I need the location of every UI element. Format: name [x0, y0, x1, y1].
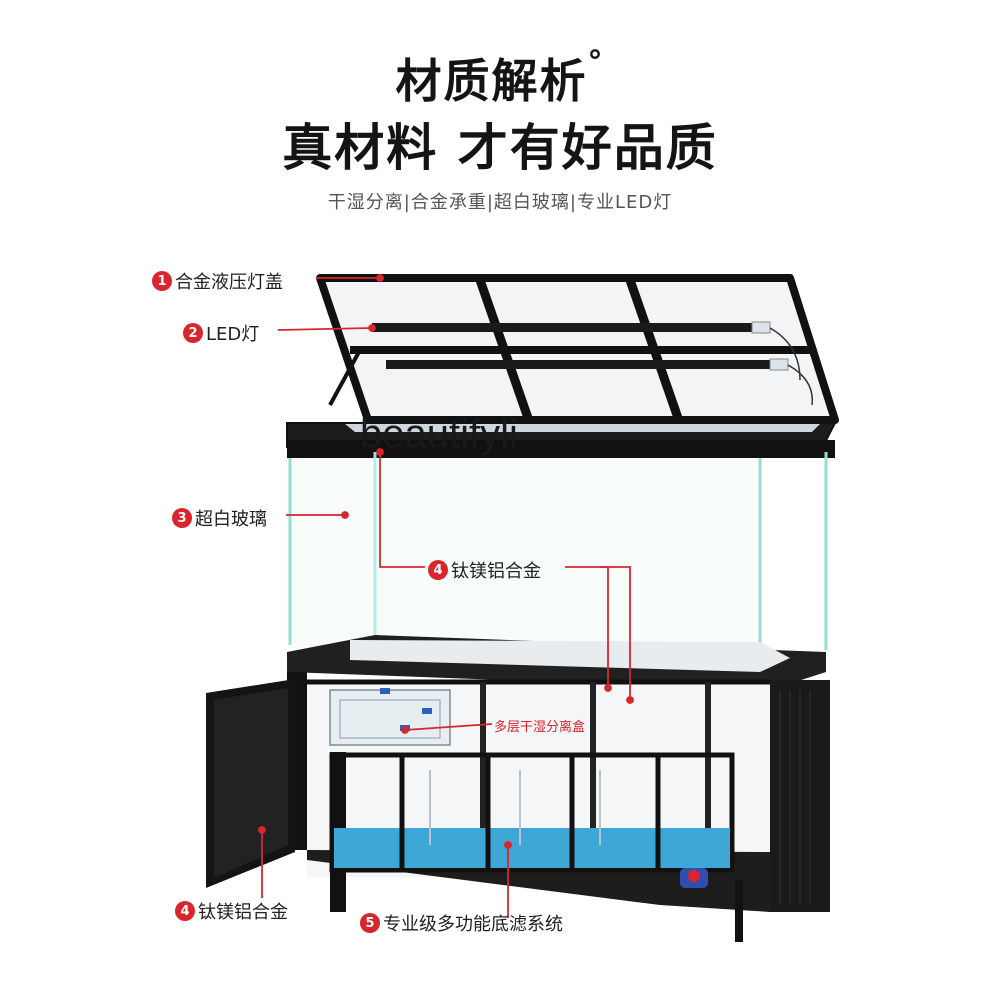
callout-number: 3 — [172, 508, 192, 528]
callout-label: 专业级多功能底滤系统 — [383, 914, 563, 935]
callout-label: 钛镁铝合金 — [451, 561, 541, 582]
callout-lines — [258, 274, 634, 918]
title-mark: ° — [587, 45, 605, 80]
tank-top-frame — [286, 422, 837, 458]
lid — [316, 274, 839, 424]
page-title: 材质解析° — [0, 45, 1000, 111]
title-line1: 材质解析 — [395, 54, 588, 108]
callout-ti-mg-al-alloy-top: 4 钛镁铝合金 — [428, 557, 541, 583]
glass-walls — [288, 452, 828, 660]
sump-filter — [329, 752, 735, 888]
callout-label: 超白玻璃 — [195, 509, 267, 530]
watermark-text: beautifyli — [360, 412, 518, 456]
inner-box-label: 多层干湿分离盒 — [494, 720, 586, 735]
callout-sump-system: 5 专业级多功能底滤系统 — [360, 910, 563, 936]
callout-number: 4 — [175, 901, 195, 921]
callout-alloy-lid: 1 合金液压灯盖 — [152, 268, 283, 294]
page-subtitle-heading: 真材料 才有好品质 — [282, 119, 718, 177]
callout-label: 合金液压灯盖 — [175, 272, 283, 293]
callout-number: 5 — [360, 913, 380, 933]
callout-ultra-clear-glass: 3 超白玻璃 — [172, 505, 267, 531]
callout-number: 1 — [152, 271, 172, 291]
callout-label: LED灯 — [206, 324, 260, 345]
callout-number: 4 — [428, 560, 448, 580]
callout-ti-mg-al-alloy-bottom: 4 钛镁铝合金 — [175, 898, 288, 924]
cabinet — [206, 635, 830, 942]
dry-wet-separation-box — [329, 688, 451, 746]
callout-label: 钛镁铝合金 — [198, 902, 288, 923]
feature-list: 干湿分离|合金承重|超白玻璃|专业LED灯 — [327, 192, 673, 213]
callout-led-light: 2 LED灯 — [183, 320, 259, 346]
callout-number: 2 — [183, 323, 203, 343]
